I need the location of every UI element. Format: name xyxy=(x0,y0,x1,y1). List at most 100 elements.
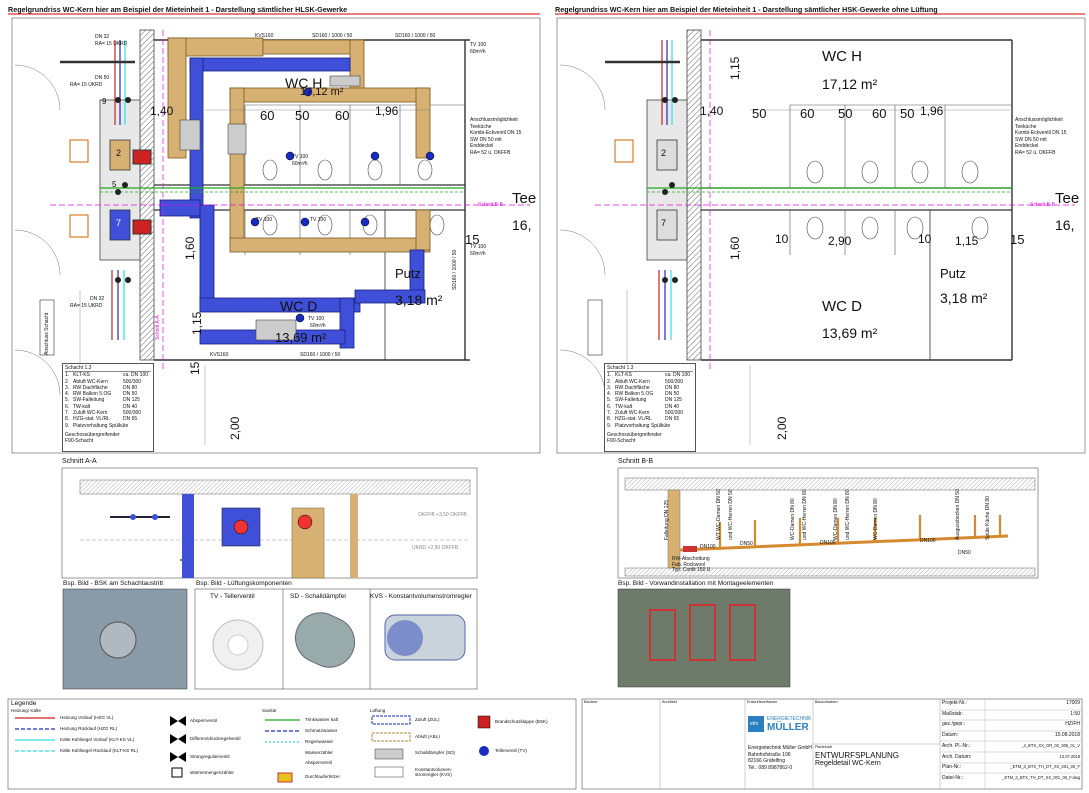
schacht-row-num: 7. xyxy=(65,410,70,417)
legend-san-4: Absperrventil xyxy=(305,760,332,765)
schacht-row-name: HZG-stat. VL/RL xyxy=(615,416,652,423)
bb-pipe-label: Spüle Küche DN 80 xyxy=(985,496,991,540)
caption-sd: SD - Schalldämpfer xyxy=(290,593,347,600)
tb-logo-word: ENERGIETECHNIK xyxy=(767,716,812,722)
schacht-row-num: 5. xyxy=(607,397,612,404)
legend-valve-1: Differenzdruckregelventil xyxy=(190,736,241,741)
anschluss-note-right: Anschlussmöglichkeit Teeküche Kombi-Eckv… xyxy=(1015,117,1066,156)
right-dim-115: 1,15 xyxy=(955,234,979,248)
right-area-tee: 16, xyxy=(1055,217,1075,233)
bb-note1: RW-Abschottung xyxy=(672,556,710,562)
legend-valve-0: Absperrventil xyxy=(190,718,217,723)
bb-pipe-label: WC-Damen DN 80 xyxy=(790,498,796,540)
anschluss-line1: Anschlussmöglichkeit xyxy=(470,117,518,123)
legend-valve-2: Strangregulierventil xyxy=(190,754,230,759)
schacht-row-name: Zuluft WC-Kern xyxy=(615,410,650,417)
left-room-putz: Putz xyxy=(395,266,422,281)
bb-note: RW-Abschottung Fab. Rockwool Typ: Conlit… xyxy=(672,556,711,574)
right-dim-50c: 50 xyxy=(900,106,915,121)
legend-luft-3: Konstantvolumen-stromregler (KVS) xyxy=(415,767,453,777)
schacht-row-num: 7. xyxy=(607,410,612,417)
schacht-row-name: RW Balkon 5.OG xyxy=(73,391,112,398)
right-dim-140: 1,40 xyxy=(700,104,724,118)
right-floor-plan xyxy=(556,17,1086,454)
tb-field-value: 13.07.2018 xyxy=(1059,753,1081,759)
tb-tel: Tel.: 089 8987862-0 xyxy=(748,764,793,771)
label-kvs160-bottom: KVS160 xyxy=(210,352,229,358)
tb-company: Energietechnik Müller GmbH xyxy=(748,745,812,751)
schacht-row-value: 500/300 xyxy=(665,378,684,385)
label-tv-right-flow: 60m³/h xyxy=(470,251,486,257)
label-tv-top-flow: 60m³/h xyxy=(470,49,486,55)
tb-city: 82166 Gräfelfing xyxy=(748,758,785,764)
tb-field-key: gez./gepr.: xyxy=(942,721,966,728)
schacht-row-value: DN 50 xyxy=(665,391,680,398)
schacht-row-name: SW-Falleitung xyxy=(73,397,105,404)
right-area-wch: 17,12 m² xyxy=(822,76,878,92)
bb-pipe-label: und WC-Herren DN 50 xyxy=(728,489,734,540)
left-floor-plan xyxy=(11,17,541,454)
schacht-row-num: 2. xyxy=(65,378,70,385)
left-dim-160: 1,60 xyxy=(183,236,197,260)
tb-field-value: _ETM_3_BTX_TH_DT_XX_001_00_F xyxy=(1010,764,1080,770)
legend-luft-2: Schalldämpfer (SD) xyxy=(415,750,456,755)
label-tv-2: TV 100 xyxy=(256,217,273,223)
label-schnitt-bb-left: Schnitt B-B xyxy=(478,202,504,208)
label-sd-vertical: SD160 / 1000 / 50 xyxy=(452,249,458,290)
shaft-num-7-right: 7 xyxy=(661,218,667,228)
right-dim-50b: 50 xyxy=(838,106,853,121)
legend-tv: Tellerventil (TV) xyxy=(495,748,527,753)
right-dim-50a: 50 xyxy=(752,106,767,121)
tb-address: Energietechnik Müller GmbH Bahnhofstraße… xyxy=(748,745,812,771)
photo-vorwand xyxy=(617,588,791,688)
right-dim-15: 15 xyxy=(1010,232,1025,247)
schacht-row-num: 3. xyxy=(607,384,612,391)
left-area-tee: 16, xyxy=(512,217,532,233)
schacht-row-name: Platzvorhaltung Spülküte xyxy=(73,422,129,429)
schacht-row-name: Abluft WC-Kern xyxy=(73,378,108,385)
tb-plan-sub: Regeldetail WC-Kern xyxy=(815,760,881,767)
left-dim-115: 1,15 xyxy=(190,311,204,335)
schacht-row-name: HZG-stat. VL/RL xyxy=(73,416,110,423)
schacht-title-right: Schacht 1.3 xyxy=(607,365,693,373)
schacht-row-num: 9. xyxy=(607,422,612,429)
label-schacht-left: Anschluss Schacht xyxy=(44,312,50,355)
tb-field-value: 15.08.2018 xyxy=(1054,732,1080,739)
photo-lueft-title: Bsp. Bild - Lüftungskomponenten xyxy=(196,580,292,587)
tb-bauherr: Bauherr xyxy=(584,700,598,704)
legend-luft-0: Zuluft (ZUL) xyxy=(415,717,440,722)
anschluss-r-line3: Kombi-Eckventil DN 15 xyxy=(1015,130,1067,136)
bb-pipe-label: Ausgussbecken DN 50 xyxy=(955,489,961,540)
right-dim-10b: 10 xyxy=(918,232,932,246)
left-room-tee: Tee xyxy=(512,190,537,207)
tb-field-key: Maßstab: xyxy=(942,710,963,717)
right-dim-290: 2,90 xyxy=(828,234,852,248)
tb-field-value: 1:50 xyxy=(1070,710,1080,717)
schacht-title: Schacht 1.3 xyxy=(65,365,151,373)
schacht-row-name: Platzvorhaltung Spülküte xyxy=(615,422,671,429)
legend-sanitaer-title: Sanitär xyxy=(262,708,277,713)
schacht-row-value: DN 50 xyxy=(123,391,138,398)
left-dim-60a: 60 xyxy=(260,108,275,123)
legend-san-1: Schmutzwasser xyxy=(305,728,338,733)
legend-bsk: Brandschutzklappe (BSK) xyxy=(495,719,548,724)
legend-heating-3: Kälte Kühlsegel Rücklauf (KLT-KS RL) xyxy=(60,748,139,753)
schacht-row-value: ca. DN 100 xyxy=(123,372,149,379)
tb-field-value: _ETM_3_BTX_TH_DT_XX_001_00_F.dwg xyxy=(1002,774,1080,780)
anschluss-line5: Enddeckel xyxy=(470,143,494,149)
bb-note3: Typ: Conlit 150 U xyxy=(672,567,711,573)
caption-tv: TV - Tellerventil xyxy=(210,593,255,600)
shaft-num-9-left: 9 xyxy=(102,97,107,106)
tb-field-value: _4_BTX_XX_GR_02_005_01_V xyxy=(1021,742,1080,748)
label-ra15-top: RA= 15 UKRD xyxy=(95,41,128,47)
legend-san-2: Regenwasser xyxy=(305,739,334,744)
